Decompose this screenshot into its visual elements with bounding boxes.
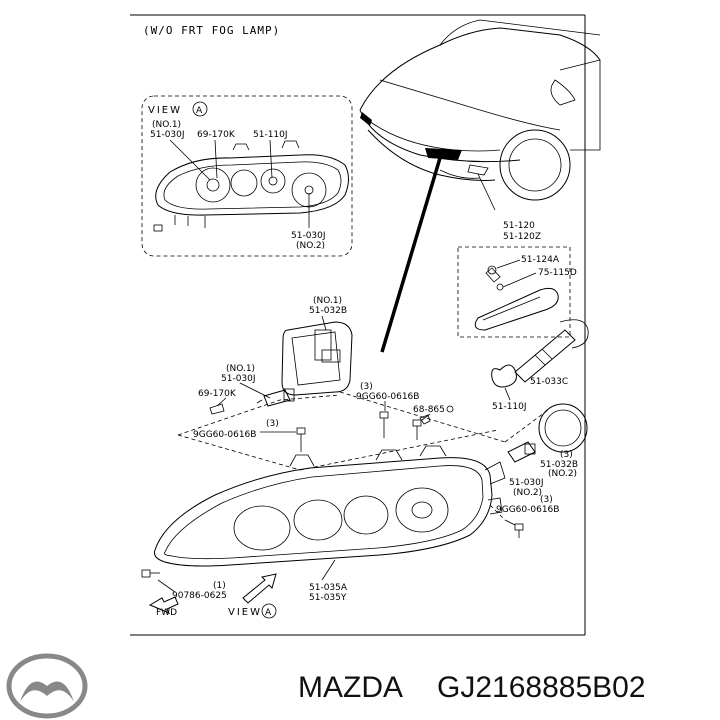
label-51-032b-right: 51-032B (540, 460, 578, 470)
label-9gg-bottom: 9GG60-0616B (496, 505, 559, 515)
pointer-to-headlamp (380, 157, 442, 353)
fog-leader-2 (502, 272, 537, 288)
guide-line-6 (489, 504, 506, 521)
label-no1-left: (NO.1) (226, 364, 255, 374)
part-number: GJ2168885B02 (437, 671, 646, 704)
label-qty3-right: (3) (560, 450, 573, 460)
inset-label-51-030j-a: 51-030J (150, 130, 185, 140)
view-a-inset-frame (141, 95, 353, 257)
label-qty1: (1) (213, 581, 226, 591)
label-69-170k-left: 69-170K (198, 389, 237, 399)
inset-view-label: VIEW (148, 105, 182, 116)
label-qty3-bottom: (3) (540, 495, 553, 505)
brand-name: MAZDA (298, 671, 403, 704)
label-51-030j-right: 51-030J (509, 478, 544, 488)
dust-cover-no1-drawing (281, 321, 353, 396)
bulb-socket-no2-drawing (491, 319, 589, 388)
label-qty3-left: (3) (266, 419, 279, 429)
inset-leader-3 (269, 139, 273, 179)
leader-51-032b-top (321, 315, 327, 331)
bulb-no2-drawing (507, 441, 536, 463)
fog-lamp-inset-frame (457, 246, 571, 338)
headlamp-housing-drawing (154, 445, 506, 567)
mazda-logo (6, 653, 88, 719)
inset-label-51-110j: 51-110J (253, 130, 288, 140)
label-no2-right2: (NO.2) (513, 488, 542, 498)
fwd-arrow-icon (148, 596, 179, 614)
bolt-bottom-drawing (504, 519, 524, 538)
label-qty3-mid: (3) (360, 382, 373, 392)
pointer-to-fog-lamp (477, 173, 496, 211)
bolts-drawing (296, 411, 431, 452)
dust-cover-no2-drawing (538, 403, 588, 453)
car-front-drawing (359, 19, 601, 201)
label-no1-top: (NO.1) (313, 296, 342, 306)
fog-label-51-120: 51-120 (503, 221, 535, 231)
bulb-no1-drawing (256, 388, 295, 407)
inset-view-marker-circle (192, 101, 208, 117)
fog-leader-1 (496, 259, 521, 269)
view-arrow-icon (242, 573, 277, 604)
label-9gg-mid: 9GG60-0616B (356, 392, 419, 402)
view-a-bottom-label: VIEW (228, 607, 262, 618)
side-marker-drawing (474, 265, 559, 331)
fwd-label: FWD (156, 608, 177, 618)
label-68-865: 68-865 (413, 405, 445, 415)
guide-line-5 (504, 409, 549, 443)
fog-label-51-124a: 51-124A (521, 255, 560, 265)
fog-label-51-120z: 51-120Z (503, 232, 541, 242)
inset-view-marker: A (196, 106, 203, 116)
fog-label-75-115d: 75-115D (538, 268, 577, 278)
leader-90786 (157, 579, 176, 593)
label-90786-0625: 90786-0625 (172, 591, 227, 601)
leader-69-170k-left (216, 397, 227, 407)
leader-51-110j-right (504, 387, 511, 401)
inset-leader-1 (169, 139, 211, 181)
label-51-110j-right: 51-110J (492, 402, 527, 412)
view-a-bottom-marker: A (265, 608, 272, 618)
label-9gg-left: 9GG60-0616B (193, 430, 256, 440)
label-51-030j-left: 51-030J (221, 374, 256, 384)
view-a-bottom-circle (261, 603, 277, 619)
clip-symbol (446, 405, 454, 413)
label-51-033c: 51-033C (530, 377, 568, 387)
label-51-035y: 51-035Y (309, 593, 347, 603)
guide-line-4 (299, 429, 499, 471)
diagram-header: (W/O FRT FOG LAMP) (143, 24, 280, 37)
inset-label-69-170k: 69-170K (197, 130, 236, 140)
leader-51-035a (321, 559, 336, 581)
inset-label-51-030j-b: 51-030J (291, 231, 326, 241)
inset-headlamp-drawing (153, 140, 349, 232)
leader-68-865 (421, 413, 431, 421)
inset-label-no1: (NO.1) (152, 120, 181, 130)
label-51-032b-top: 51-032B (309, 306, 347, 316)
inset-label-no2: (NO.2) (296, 241, 325, 251)
inset-leader-2 (214, 139, 218, 179)
leader-51-030j-left (239, 382, 271, 399)
screw-drawing (141, 569, 160, 578)
guide-line-2 (177, 434, 301, 471)
label-51-035a: 51-035A (309, 583, 348, 593)
label-no2-right: (NO.2) (548, 469, 577, 479)
guide-line-3 (339, 391, 506, 443)
guide-line-1 (177, 394, 341, 436)
